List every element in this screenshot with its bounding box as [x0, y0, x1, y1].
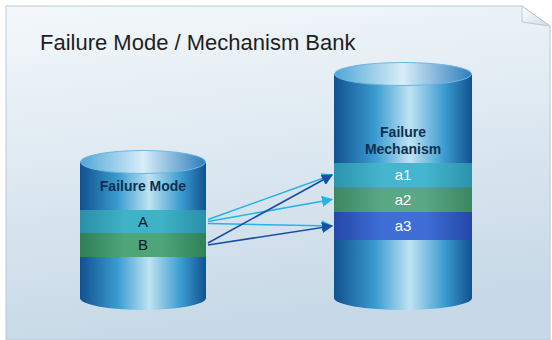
diagram-title: Failure Mode / Mechanism Bank: [40, 30, 355, 56]
mapping-arrow: [208, 224, 332, 227]
cylinder-heading: Failure Mode: [80, 178, 206, 195]
cylinder-band: a3: [334, 212, 472, 240]
cylinder-band: a1: [334, 163, 472, 187]
mapping-arrow: [208, 226, 332, 245]
cylinder-band: A: [80, 210, 206, 233]
band-label: a3: [395, 217, 412, 235]
band-label: a1: [395, 166, 412, 184]
cylinder-band: B: [80, 233, 206, 257]
mapping-arrow: [208, 200, 332, 222]
database-cylinder: Failure ModeAB: [80, 150, 206, 310]
cylinder-band: a2: [334, 187, 472, 212]
mapping-arrow: [208, 175, 332, 220]
band-label: a2: [395, 191, 412, 209]
database-cylinder: Failure Mechanism a1 a2 a3: [334, 62, 472, 310]
band-label: A: [138, 213, 148, 231]
cylinder-heading: Failure Mechanism: [334, 124, 472, 158]
band-label: B: [138, 236, 148, 254]
mapping-arrow: [208, 175, 332, 243]
